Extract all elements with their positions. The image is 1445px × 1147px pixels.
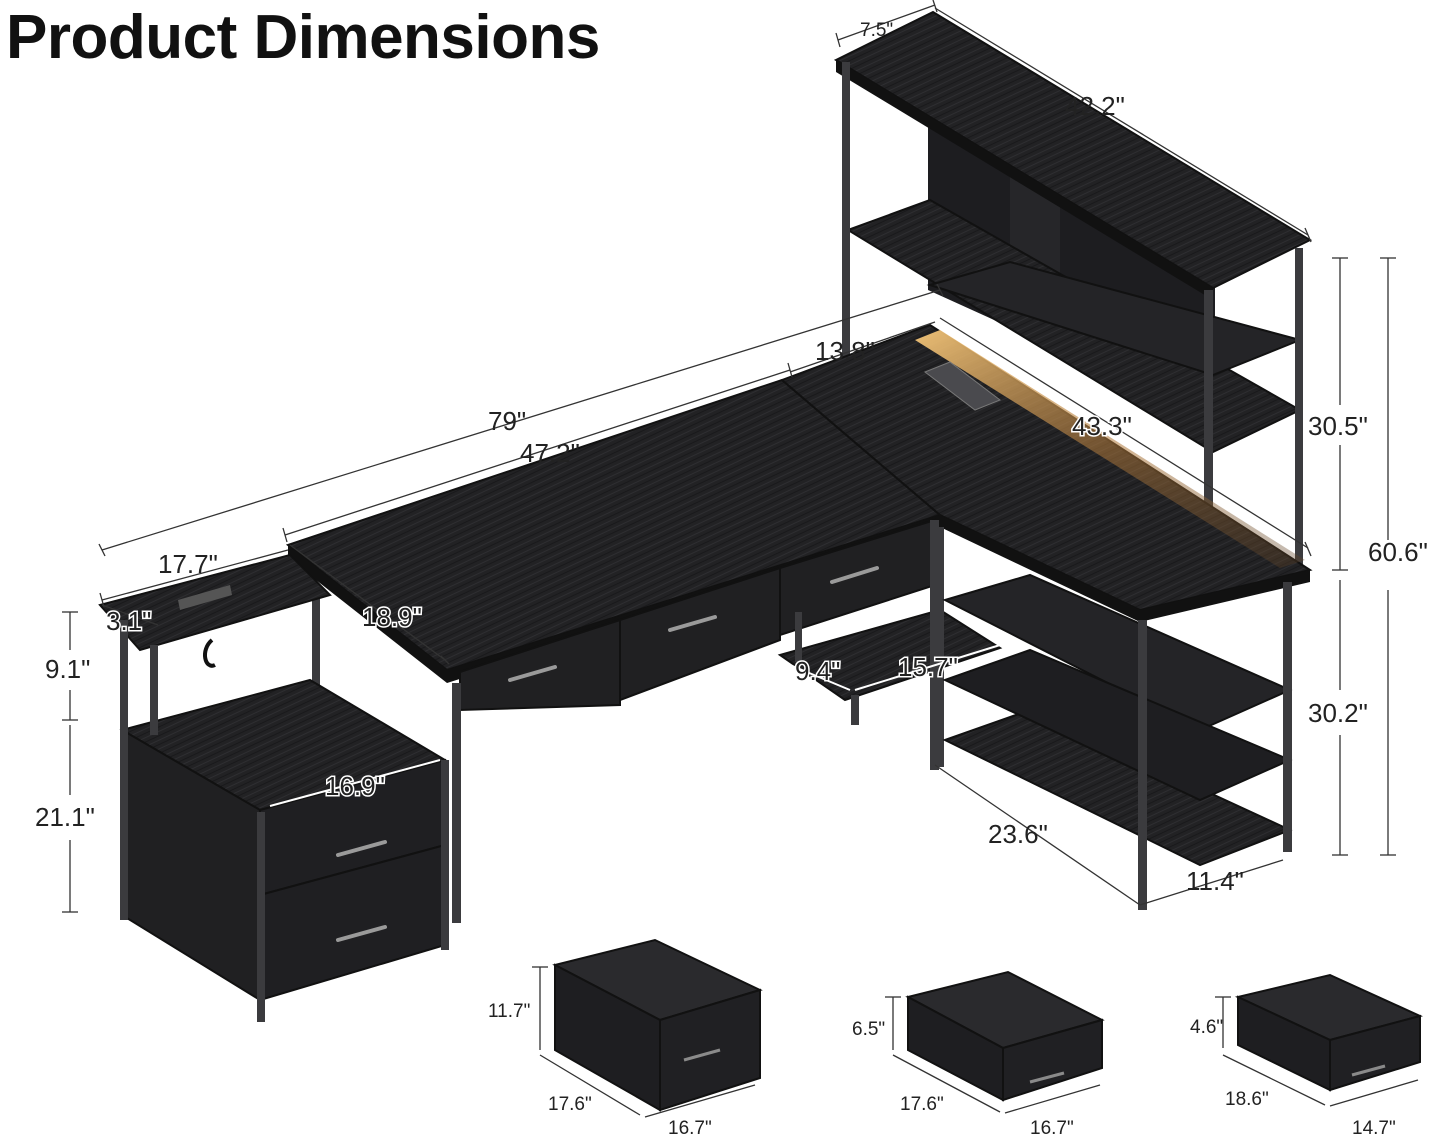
keyboard-tray xyxy=(777,608,1003,702)
label-desk-main-width: 47.2" xyxy=(520,438,580,468)
label-shelf-width: 23.6" xyxy=(988,819,1048,849)
drawer-small xyxy=(1234,973,1423,1092)
label-return-cutout-width: 13.8" xyxy=(815,336,875,366)
dimension-lines xyxy=(62,0,1419,1118)
label-power-strip-offset: 3.1" xyxy=(106,606,151,636)
label-drawer-small-height: 4.6" xyxy=(1190,1017,1223,1038)
label-shelf-depth: 11.4" xyxy=(1186,866,1244,896)
drawer-handle xyxy=(1029,1071,1065,1084)
label-drawer-large-depth: 17.6" xyxy=(548,1094,592,1115)
cabinet-post xyxy=(150,645,158,735)
desk-leg xyxy=(452,683,461,923)
tray-leg xyxy=(795,612,802,662)
label-total-length: 79" xyxy=(488,406,526,436)
drawer-handle xyxy=(830,566,879,584)
drawer-handle xyxy=(336,925,387,942)
label-hutch-height: 30.5" xyxy=(1308,411,1368,441)
drawer-handle xyxy=(668,615,717,632)
drawer-medium xyxy=(905,970,1105,1102)
drawer-handle xyxy=(508,665,557,682)
desk-leg xyxy=(312,585,320,685)
drawer-large xyxy=(552,938,763,1112)
label-drawer-medium-height: 6.5" xyxy=(852,1019,885,1040)
drawer-medium-front xyxy=(1002,1018,1103,1102)
hutch-post-front-right xyxy=(1204,290,1213,580)
hutch-post-front-left xyxy=(842,62,850,362)
hutch xyxy=(833,10,1313,580)
label-lower-shelf-height: 30.2" xyxy=(1308,698,1368,728)
drawer-handle xyxy=(1351,1064,1386,1077)
label-keyboard-tray-depth: 9.4" xyxy=(795,656,840,686)
desk-drawer-middle xyxy=(619,566,781,702)
drawer-large-front xyxy=(659,988,761,1112)
label-return-width: 43.3" xyxy=(1072,411,1132,441)
desk-front-edge xyxy=(288,545,447,683)
label-keyboard-tray-width: 15.7" xyxy=(898,652,958,682)
charging-cable xyxy=(203,638,216,668)
hutch-top-edge xyxy=(836,60,1213,300)
drawer-handle xyxy=(683,1048,721,1062)
label-file-cabinet-width: 16.9" xyxy=(325,771,385,801)
tray-leg xyxy=(851,695,859,725)
label-drawer-medium-depth: 17.6" xyxy=(900,1094,944,1115)
label-desk-depth: 18.9" xyxy=(362,602,422,632)
shelf-post xyxy=(1138,620,1147,910)
label-riser-height: 9.1" xyxy=(45,654,90,684)
return-front-edge xyxy=(940,515,1310,622)
label-drawer-medium-width: 16.7" xyxy=(1030,1118,1074,1139)
shelf-post xyxy=(1283,582,1292,852)
label-file-cabinet-height: 21.1" xyxy=(35,802,95,832)
label-drawer-small-width: 14.7" xyxy=(1352,1118,1396,1139)
led-strip-glow xyxy=(915,330,1305,568)
cabinet-post xyxy=(257,812,265,1022)
label-drawer-small-depth: 18.6" xyxy=(1225,1089,1269,1110)
drawer-small-front xyxy=(1329,1014,1421,1092)
riser-power-outlets xyxy=(178,585,232,610)
label-drawer-large-width: 16.7" xyxy=(668,1118,712,1139)
dimension-labels: 7.5" 42.2" 79" 47.2" 13.8" 43.3" 30.5" 6… xyxy=(35,20,1428,1139)
desk-power-strip xyxy=(923,361,1002,411)
cabinet-post xyxy=(120,620,128,920)
label-drawer-large-height: 11.7" xyxy=(488,1001,530,1022)
drawer-handle xyxy=(336,840,387,857)
shelf-unit xyxy=(930,520,1293,910)
main-desk xyxy=(285,323,1313,923)
label-side-table-width: 17.7" xyxy=(158,549,218,579)
shelf-post xyxy=(930,520,939,770)
label-hutch-depth: 7.5" xyxy=(860,20,893,41)
file-cabinet xyxy=(98,553,449,1022)
page-title: Product Dimensions xyxy=(6,3,600,72)
label-total-height: 60.6" xyxy=(1368,537,1428,567)
desk-leg xyxy=(935,527,944,767)
label-hutch-width: 42.2" xyxy=(1065,91,1125,121)
hutch-post-back-right xyxy=(1295,248,1303,578)
cabinet-post xyxy=(441,760,449,950)
